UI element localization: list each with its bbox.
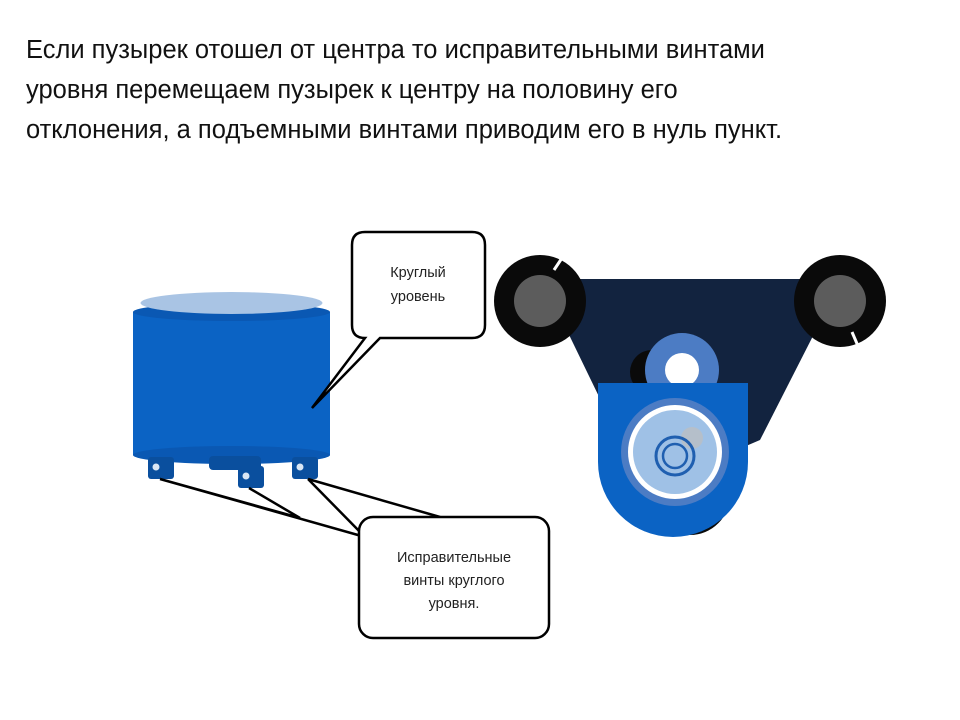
callout-screws-line-3: уровня. [429, 596, 480, 612]
level-glass-top [140, 292, 323, 314]
callout-circular-level: Круглый уровень [311, 230, 487, 409]
callout-screws-line-2: винты круглого [403, 573, 504, 589]
heading-line-3: отклонения, а подъемными винтами приводи… [26, 116, 783, 144]
slide-heading: Если пузырек отошел от центра то исправи… [26, 30, 936, 150]
leveling-knob-left[interactable] [494, 255, 586, 347]
callout-level-line-2: уровень [391, 289, 445, 305]
leveling-knob-right[interactable] [794, 255, 886, 347]
circular-level-cylinder [133, 292, 330, 488]
bubble-icon [681, 427, 703, 449]
callout-adjusting-screws: Исправительные винты круглого уровня. [159, 477, 551, 640]
adjusting-screw-right[interactable] [292, 457, 318, 479]
vial-center-mark-outer [654, 435, 696, 477]
tribrach-top-view [494, 255, 886, 537]
heading-line-2: уровня перемещаем пузырек к центру на по… [26, 76, 678, 104]
cylinder-body [133, 312, 330, 455]
cylinder-bottom [133, 446, 330, 464]
callout-level-line-1: Круглый [390, 265, 446, 281]
adjusting-screw-left[interactable] [148, 457, 174, 479]
heading-line-1: Если пузырек отошел от центра то исправи… [26, 36, 765, 64]
callout-screws-line-1: Исправительные [397, 550, 511, 566]
vial-glass [633, 410, 717, 494]
vial-center-mark-inner [661, 442, 689, 470]
adjusting-screw-center[interactable] [238, 466, 264, 488]
